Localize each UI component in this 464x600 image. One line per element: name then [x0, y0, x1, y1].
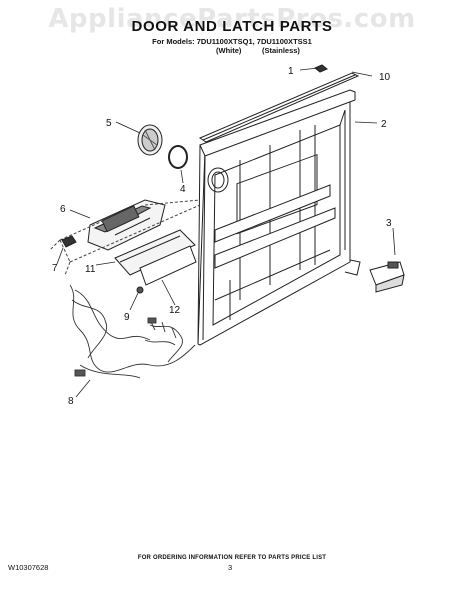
callout-5: 5 [106, 118, 112, 129]
latch-assembly [87, 199, 166, 251]
document-number: W10307628 [8, 563, 49, 572]
exploded-guide-lines [49, 199, 201, 276]
callout-4: 4 [180, 184, 186, 195]
latch-strike [369, 261, 405, 293]
models-line: For Models: 7DU1100XTSQ1, 7DU1100XTSS1 [152, 37, 312, 46]
callout-11: 11 [85, 264, 96, 275]
wire-harness [69, 284, 196, 379]
vent-cover [137, 124, 163, 156]
ordering-note: FOR ORDERING INFORMATION REFER TO PARTS … [137, 555, 327, 561]
page-title: DOOR AND LATCH PARTS [131, 18, 333, 35]
screw [136, 286, 144, 294]
page-number: 3 [228, 563, 233, 572]
callout-8: 8 [68, 396, 74, 407]
variant-stainless: (Stainless) [262, 46, 300, 55]
button-knob [61, 235, 77, 248]
callout-9: 9 [124, 312, 130, 323]
callout-10: 10 [379, 72, 391, 83]
callout-2: 2 [381, 119, 387, 130]
door-panel [197, 89, 361, 346]
door-vent-opening [207, 167, 229, 193]
vent-seal-ring [168, 145, 188, 169]
variant-white: (White) [216, 46, 242, 55]
leader-lines [56, 67, 396, 398]
callout-3: 3 [386, 218, 392, 229]
callout-6: 6 [60, 204, 66, 215]
callout-1: 1 [288, 66, 294, 77]
callout-7: 7 [52, 263, 58, 274]
watermark-text: AppliancePartsPros.com [48, 4, 416, 34]
control-board [114, 229, 197, 286]
door-gasket-strip [198, 64, 360, 143]
callout-12: 12 [169, 305, 181, 316]
